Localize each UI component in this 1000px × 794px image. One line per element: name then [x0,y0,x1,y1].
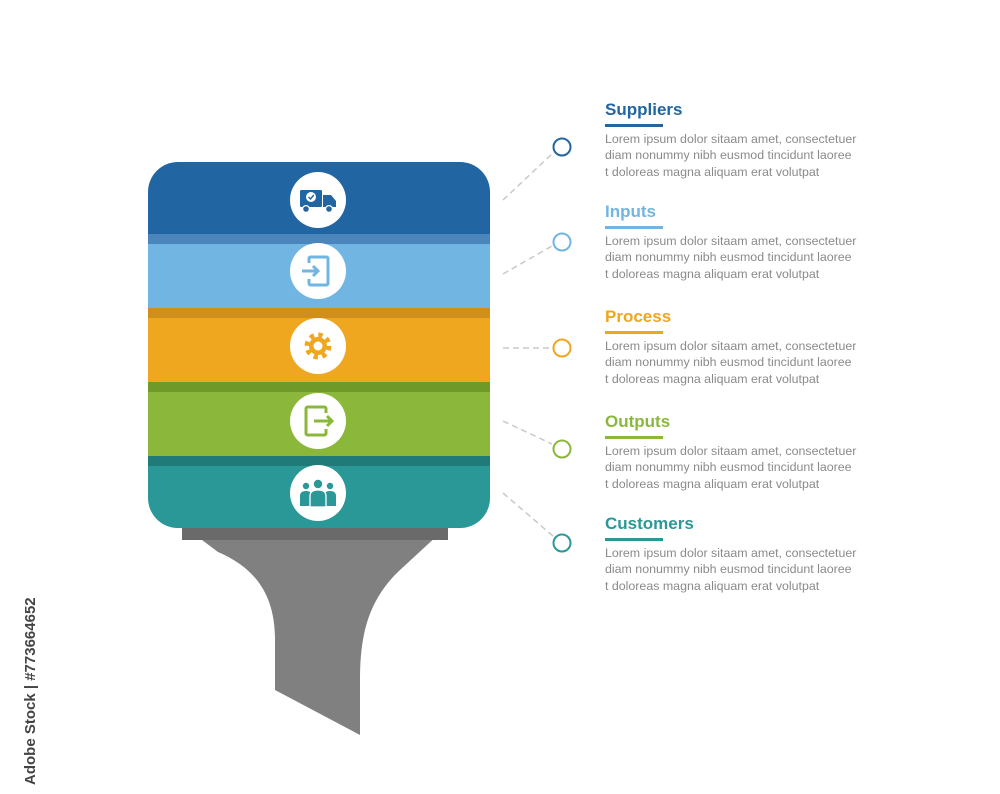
sign-in-icon [290,243,346,299]
title-underline [605,124,663,127]
marker-process [552,338,572,358]
item-title: Customers [605,514,694,533]
connector-suppliers [502,152,554,201]
item-title: Inputs [605,202,656,221]
title-underline [605,436,663,439]
marker-inputs [552,232,572,252]
item-description: Lorem ipsum dolor sitaam amet, consectet… [605,234,857,281]
item-customers: Customers Lorem ipsum dolor sitaam amet,… [605,514,885,594]
band-process-shadow [148,382,490,392]
connector-inputs [502,245,553,275]
item-suppliers: Suppliers Lorem ipsum dolor sitaam amet,… [605,100,885,180]
people-group-icon [290,465,346,521]
connector-customers [502,492,554,537]
item-description: Lorem ipsum dolor sitaam amet, consectet… [605,339,857,386]
marker-customers [552,533,572,553]
item-title: Outputs [605,412,671,431]
marker-outputs [552,439,572,459]
item-inputs: Inputs Lorem ipsum dolor sitaam amet, co… [605,202,885,282]
funnel-spout-shadow [182,528,448,540]
band-outputs-shadow [148,456,490,466]
sign-out-icon [290,393,346,449]
connectors [502,152,554,537]
item-title: Process [605,307,672,326]
funnel-spout [178,522,452,735]
band-suppliers-shadow [148,234,490,244]
item-process: Process Lorem ipsum dolor sitaam amet, c… [605,307,885,387]
title-underline [605,538,663,541]
watermark-text: Adobe Stock | #773664652 [22,597,39,785]
item-description: Lorem ipsum dolor sitaam amet, consectet… [605,132,857,179]
marker-suppliers [552,137,572,157]
title-underline [605,226,663,229]
gear-icon [290,318,346,374]
stock-watermark: Adobe Stock | #773664652 [2,545,42,785]
truck-icon [290,172,346,228]
item-title: Suppliers [605,100,683,119]
item-description: Lorem ipsum dolor sitaam amet, consectet… [605,444,857,491]
item-outputs: Outputs Lorem ipsum dolor sitaam amet, c… [605,412,885,492]
band-inputs-shadow [148,308,490,318]
item-description: Lorem ipsum dolor sitaam amet, consectet… [605,546,857,593]
connector-outputs [502,420,553,445]
title-underline [605,331,663,334]
